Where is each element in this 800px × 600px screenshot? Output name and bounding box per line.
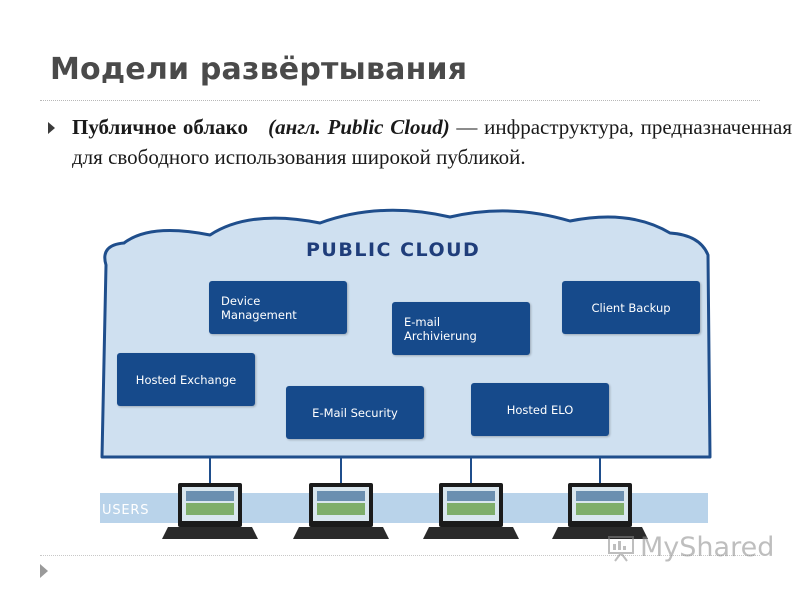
laptop-icon [552,483,648,539]
laptop-icon [293,483,389,539]
hosted-exchange-box: Hosted Exchange [117,353,255,406]
footer-divider [40,555,760,556]
hosted-elo-box: Hosted ELO [471,383,609,436]
email-security-label: E-Mail Security [312,405,398,420]
device-management-line1: Device [221,293,261,308]
slide-nav-arrow-icon[interactable] [40,564,48,578]
email-security-box: E-Mail Security [286,386,424,439]
definition-part1: — инфраструктура, [449,115,634,139]
laptop-icon [162,483,258,539]
device-management-line2: Management [221,307,297,322]
term-english: (англ. Public Cloud) [268,115,450,139]
definition-part2: предназначенная для свободного использов… [72,115,793,169]
term: Публичное облако [72,115,248,139]
bullet-arrow-icon [48,122,55,134]
watermark: MyShared [606,532,774,563]
email-archivierung-line1: E-mail [404,314,441,329]
presentation-board-icon [608,535,634,562]
device-management-box: Device Management [209,281,347,334]
email-archivierung-line2: Archivierung [404,328,477,343]
client-backup-label: Client Backup [591,300,671,315]
title-divider [40,100,760,101]
cloud-label: PUBLIC CLOUD [306,239,481,261]
watermark-text: MyShared [640,532,775,563]
laptop-icon [423,483,519,539]
users-label: USERS [102,503,150,518]
email-archivierung-box: E-mail Archivierung [392,302,530,355]
hosted-elo-label: Hosted ELO [506,402,574,417]
hosted-exchange-label: Hosted Exchange [135,372,237,387]
slide-title: Модели развёртывания [50,52,468,87]
bullet-text: Публичное облако (англ. Public Cloud) — … [72,112,792,172]
definition-part3: публикой. [436,145,526,169]
client-backup-box: Client Backup [562,281,700,334]
public-cloud-diagram: PUBLIC CLOUD Device Management E-mail Ar… [90,205,725,555]
